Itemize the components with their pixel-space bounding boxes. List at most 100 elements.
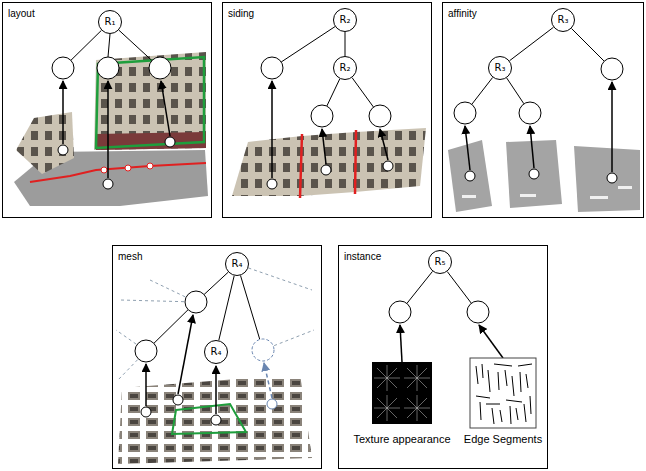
art-line [264,363,272,398]
tree-node-circle: R₄ [225,252,249,276]
mesh-illustration [116,264,314,464]
art-path [476,364,532,424]
art-line [241,276,260,340]
panel-label: siding [227,8,255,19]
art-circle [267,399,277,409]
art-line [355,130,356,194]
art-polygon [172,404,246,434]
tree-node-circle: R₁ [98,10,122,34]
art-rect [618,186,632,189]
art-line [465,126,470,170]
art-circle [52,57,74,79]
art-line [161,81,170,136]
art-rect [462,195,476,198]
node-label: R₄ [211,347,222,357]
panel-box: meshR₄R₄ [112,245,322,469]
art-line [145,364,147,406]
panel-label: layout [7,8,36,19]
art-polygon [506,140,562,208]
art-line [507,78,524,104]
art-rect [372,362,432,424]
art-polygon [300,132,356,196]
art-polygon [448,140,492,212]
node-label: R₄ [232,259,243,269]
art-line [119,30,152,60]
art-circle [261,57,283,79]
art-rect [470,358,536,428]
art-line [611,82,613,172]
art-circle [252,339,274,361]
art-line [178,315,193,394]
art-line [352,78,373,107]
art-line [62,81,64,144]
art-line [380,129,388,160]
art-circle [311,105,333,127]
art-circle [125,165,131,171]
art-line [572,29,605,62]
art-line [447,272,471,304]
art-line [71,30,102,60]
node-label: R₃ [558,15,569,25]
art-line [154,310,188,344]
tree-node-circle: R₃ [488,56,512,80]
panel-box: sidingR₂R₂ [222,2,432,218]
siding-illustration [232,27,426,198]
node-label: R₁ [105,17,116,27]
art-circle [101,167,107,173]
art-circle [141,407,151,417]
art-line [530,126,534,168]
art-circle [97,57,119,79]
art-line [300,134,302,198]
art-circle [601,58,623,80]
art-circle [185,291,207,313]
affinity-illustration [448,29,640,213]
art-circle [607,173,617,183]
art-polygon [96,57,204,148]
panel-box: affinityR₃ R₃ [442,2,644,218]
art-circle [467,301,489,323]
art-line [322,129,326,164]
art-rect [590,196,608,199]
art-polygon [94,52,206,150]
node-label: R₅ [435,257,446,267]
art-circle [149,57,171,79]
art-polygon [16,112,74,174]
art-circle [211,415,221,425]
art-circle [383,161,393,171]
art-polygon [232,136,302,196]
image-caption: Texture appearance [352,433,451,445]
panel-label: affinity [447,8,478,19]
image-caption: Edge Segments [463,433,543,445]
art-circle [519,102,541,124]
art-line [327,79,340,106]
art-circle [465,171,475,181]
instance-illustration [372,271,536,428]
art-line [215,366,217,414]
art-circle [165,137,175,147]
art-circle [103,179,113,189]
art-circle [321,165,331,175]
art-line [271,81,273,178]
art-line [281,27,335,62]
art-line [107,81,109,178]
art-polyline [30,163,206,182]
art-line [479,325,503,358]
art-line [400,325,402,362]
panel-box: layoutR₁ [2,2,212,218]
art-circle [58,145,68,155]
tree-node-circle: R₄ [204,340,228,364]
art-rect [520,194,536,197]
art-path [374,365,430,421]
art-g [116,264,314,380]
art-line [108,34,110,57]
art-circle [267,179,277,189]
art-circle [369,105,391,127]
art-line [472,78,493,105]
art-circle [135,340,157,362]
art-polygon [355,128,426,192]
node-label: R₃ [495,63,506,73]
art-line [407,271,433,303]
tree-node-circle: R₂ [333,56,357,80]
